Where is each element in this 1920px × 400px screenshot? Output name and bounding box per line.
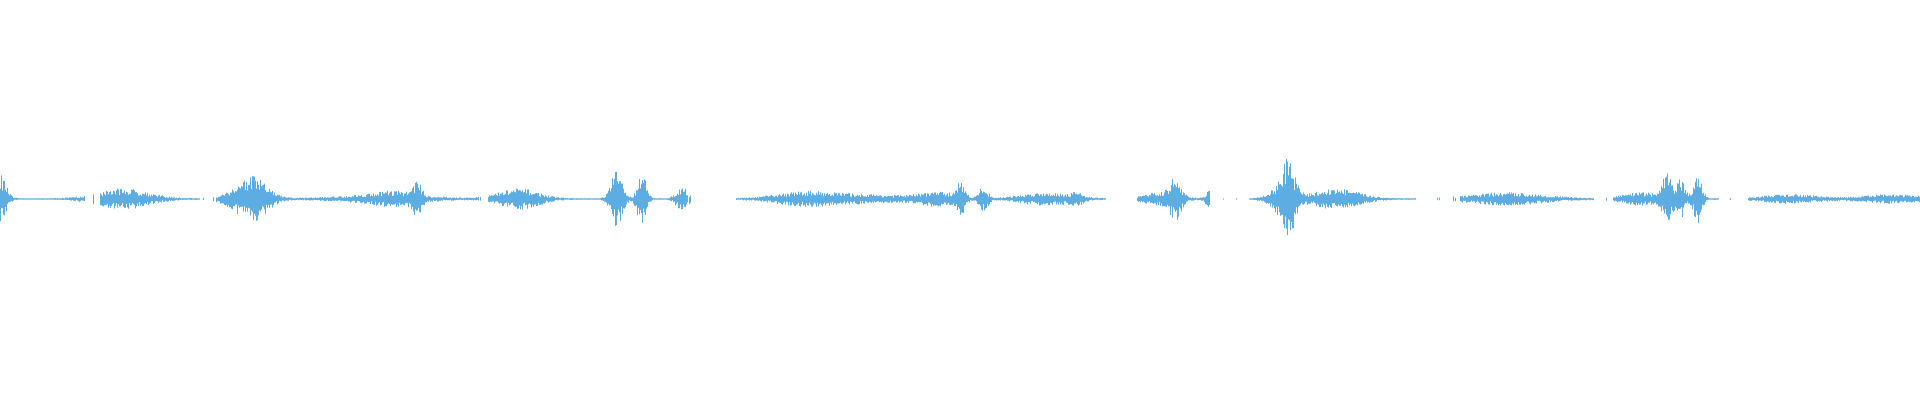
waveform-samples — [0, 158, 1920, 236]
waveform-trace — [0, 158, 1920, 236]
